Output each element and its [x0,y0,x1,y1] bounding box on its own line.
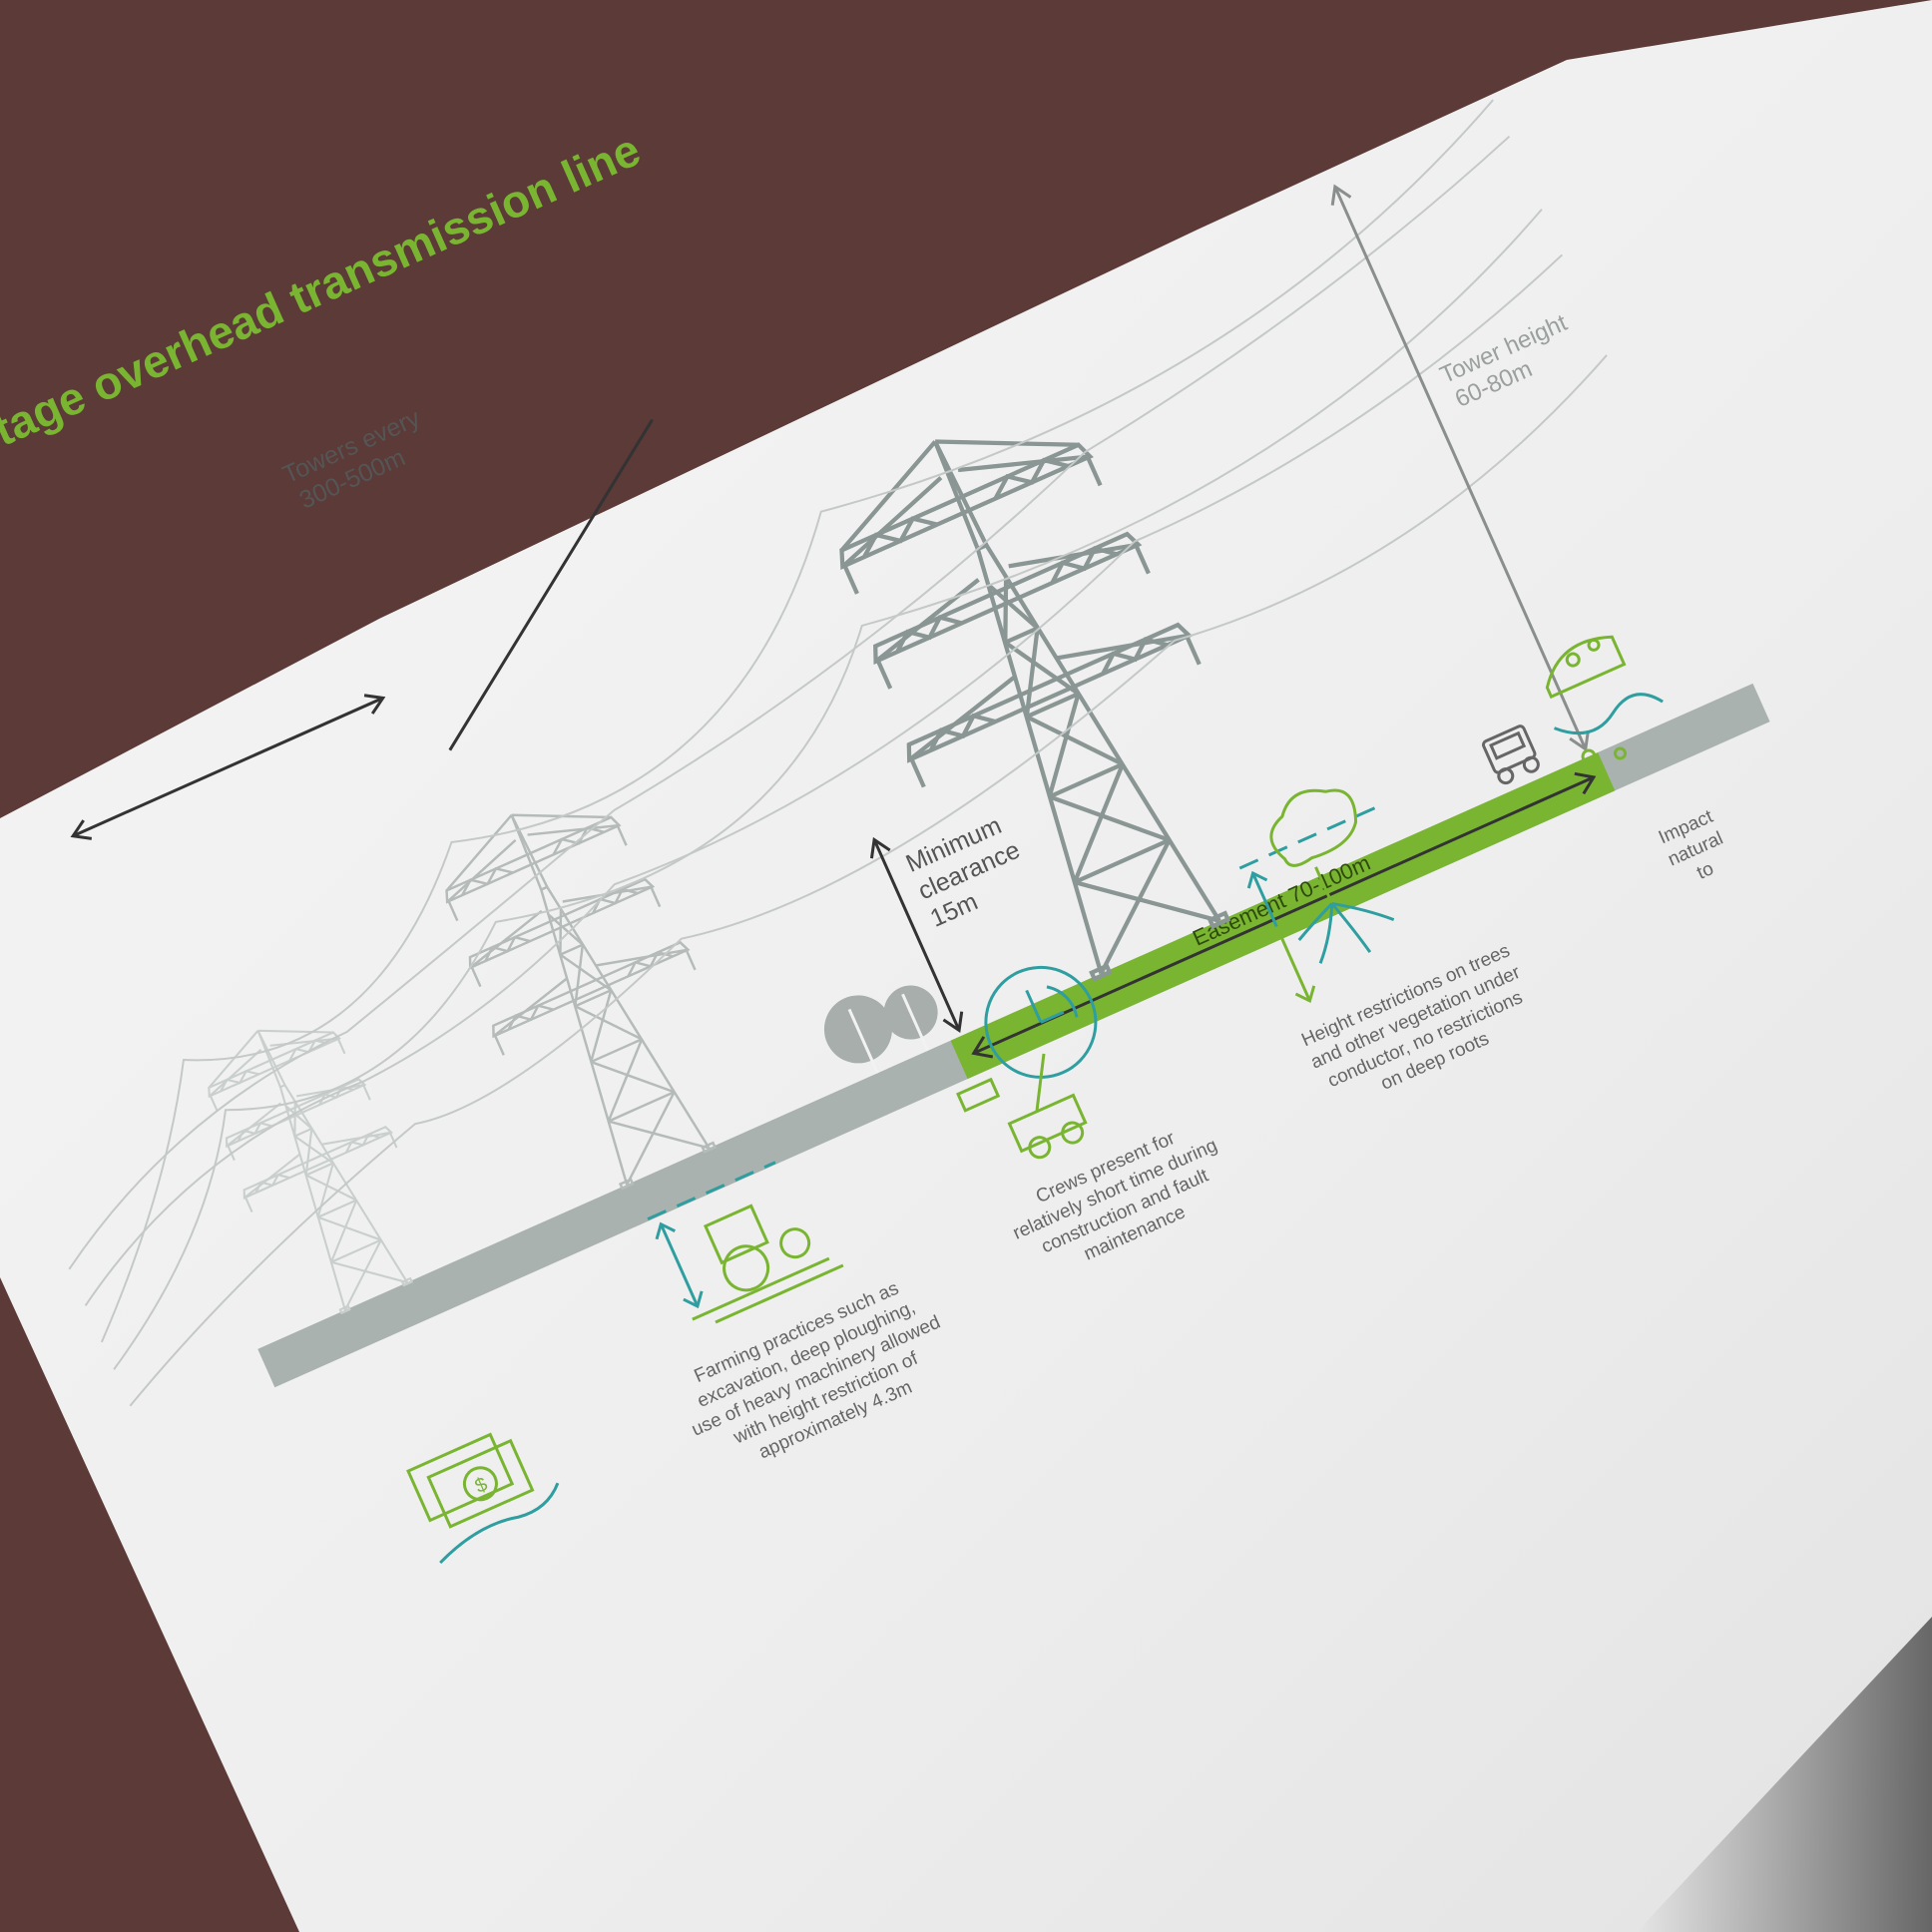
caption-natural-impact: Impact natural to [1656,806,1726,884]
page-shadow [1637,1617,1932,1932]
tractor-icon [647,1161,844,1324]
caption-crews: Crews present for relatively short time … [1010,1128,1220,1265]
crew-clock-icon [956,965,1098,1160]
svg-text:to: to [1693,858,1716,884]
conductors [68,99,1608,1407]
trees [823,985,938,1074]
tower-height-arrow [1330,184,1590,752]
tree-roots-icon [1238,788,1433,1004]
diagram-title: Typical high voltage overhead transmissi… [0,123,648,595]
utility-vehicle-icon [1482,724,1540,785]
tower-spacing-arrow [70,418,654,840]
clearance-arrow [869,836,964,1033]
easement-arrow [973,775,1595,1055]
wheelbarrow-icon [1545,635,1664,764]
